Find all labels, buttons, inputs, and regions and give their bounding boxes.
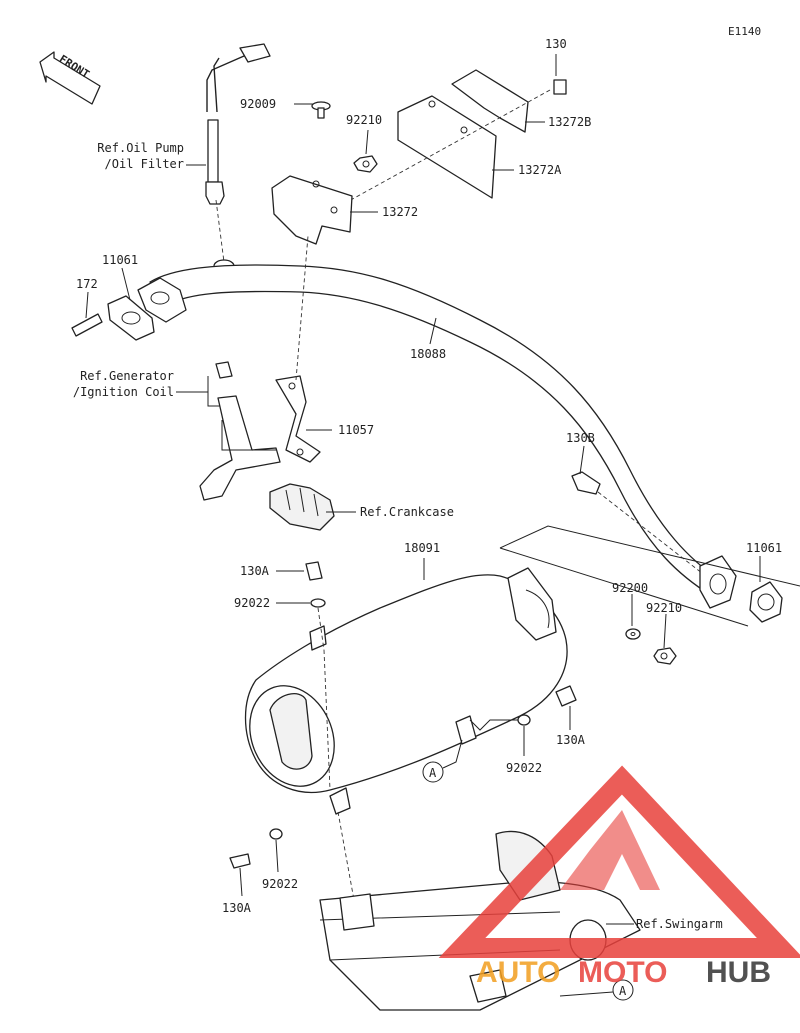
ref-crankcase: Ref.Crankcase [360, 505, 454, 519]
label-11061-right: 11061 [746, 541, 782, 555]
washer-92200 [625, 628, 641, 640]
bolt-130A-bottom [229, 853, 251, 869]
callout-a-left: A [422, 739, 463, 783]
label-130B: 130B [566, 431, 595, 445]
leader-lines [85, 54, 761, 925]
screw-92009 [311, 101, 331, 119]
watermark-hub: HUB [706, 956, 771, 989]
bracket-13272 [271, 175, 353, 245]
ref-oil-pump-line2: /Oil Filter [105, 157, 184, 171]
gasket-11061-right [699, 555, 783, 623]
bracket-11057 [199, 361, 321, 501]
label-18088: 18088 [410, 347, 446, 361]
label-13272A: 13272A [518, 163, 562, 177]
callout-a-right: A [559, 979, 634, 1001]
ref-generator-line2: /Ignition Coil [73, 385, 174, 399]
label-13272B: 13272B [548, 115, 591, 129]
label-92210-right: 92210 [646, 601, 682, 615]
stud-172 [71, 313, 103, 337]
crankcase-piece [269, 483, 335, 531]
oil-pipe [205, 43, 271, 205]
label-130-top: 130 [545, 37, 567, 51]
muffler-18091 [244, 567, 568, 815]
bolt-130B [571, 471, 601, 495]
svg-text:A: A [619, 984, 627, 998]
svg-text:A: A [429, 766, 437, 780]
nut-92210-right [653, 647, 677, 665]
label-92210-top: 92210 [346, 113, 382, 127]
watermark-moto: MOTO [578, 956, 667, 989]
label-18091: 18091 [404, 541, 440, 555]
label-11061-left: 11061 [102, 253, 138, 267]
diagram-code: E1140 [728, 25, 761, 38]
washer-92022-top [310, 598, 326, 608]
watermark-auto: AUTO [476, 956, 560, 989]
gasket-11061-left [107, 295, 155, 341]
automotohub-watermark: AUTO MOTO HUB [438, 765, 800, 989]
washer-92022-mid [517, 714, 531, 726]
label-130A-bottom: 130A [222, 901, 252, 915]
watermark-triangle [438, 765, 800, 958]
label-92022-mid: 92022 [506, 761, 542, 775]
bolt-130A-right [555, 685, 577, 707]
label-92022-bottom: 92022 [262, 877, 298, 891]
washer-92022-bottom [269, 828, 283, 840]
ref-swingarm: Ref.Swingarm [636, 917, 723, 931]
front-direction-arrow: FRONT [39, 51, 101, 105]
nut-92210-top [353, 155, 378, 173]
label-172: 172 [76, 277, 98, 291]
label-13272: 13272 [382, 205, 418, 219]
label-130A-top: 130A [240, 564, 270, 578]
bolt-130-top [553, 79, 567, 95]
label-92009: 92009 [240, 97, 276, 111]
heat-shields [397, 69, 529, 199]
ref-generator-line1: Ref.Generator [80, 369, 174, 383]
label-92022-top: 92022 [234, 596, 270, 610]
label-92200: 92200 [612, 581, 648, 595]
bolt-130A-top [305, 561, 323, 581]
label-130A-right: 130A [556, 733, 586, 747]
ref-oil-pump-line1: Ref.Oil Pump [97, 141, 184, 155]
label-11057: 11057 [338, 423, 374, 437]
